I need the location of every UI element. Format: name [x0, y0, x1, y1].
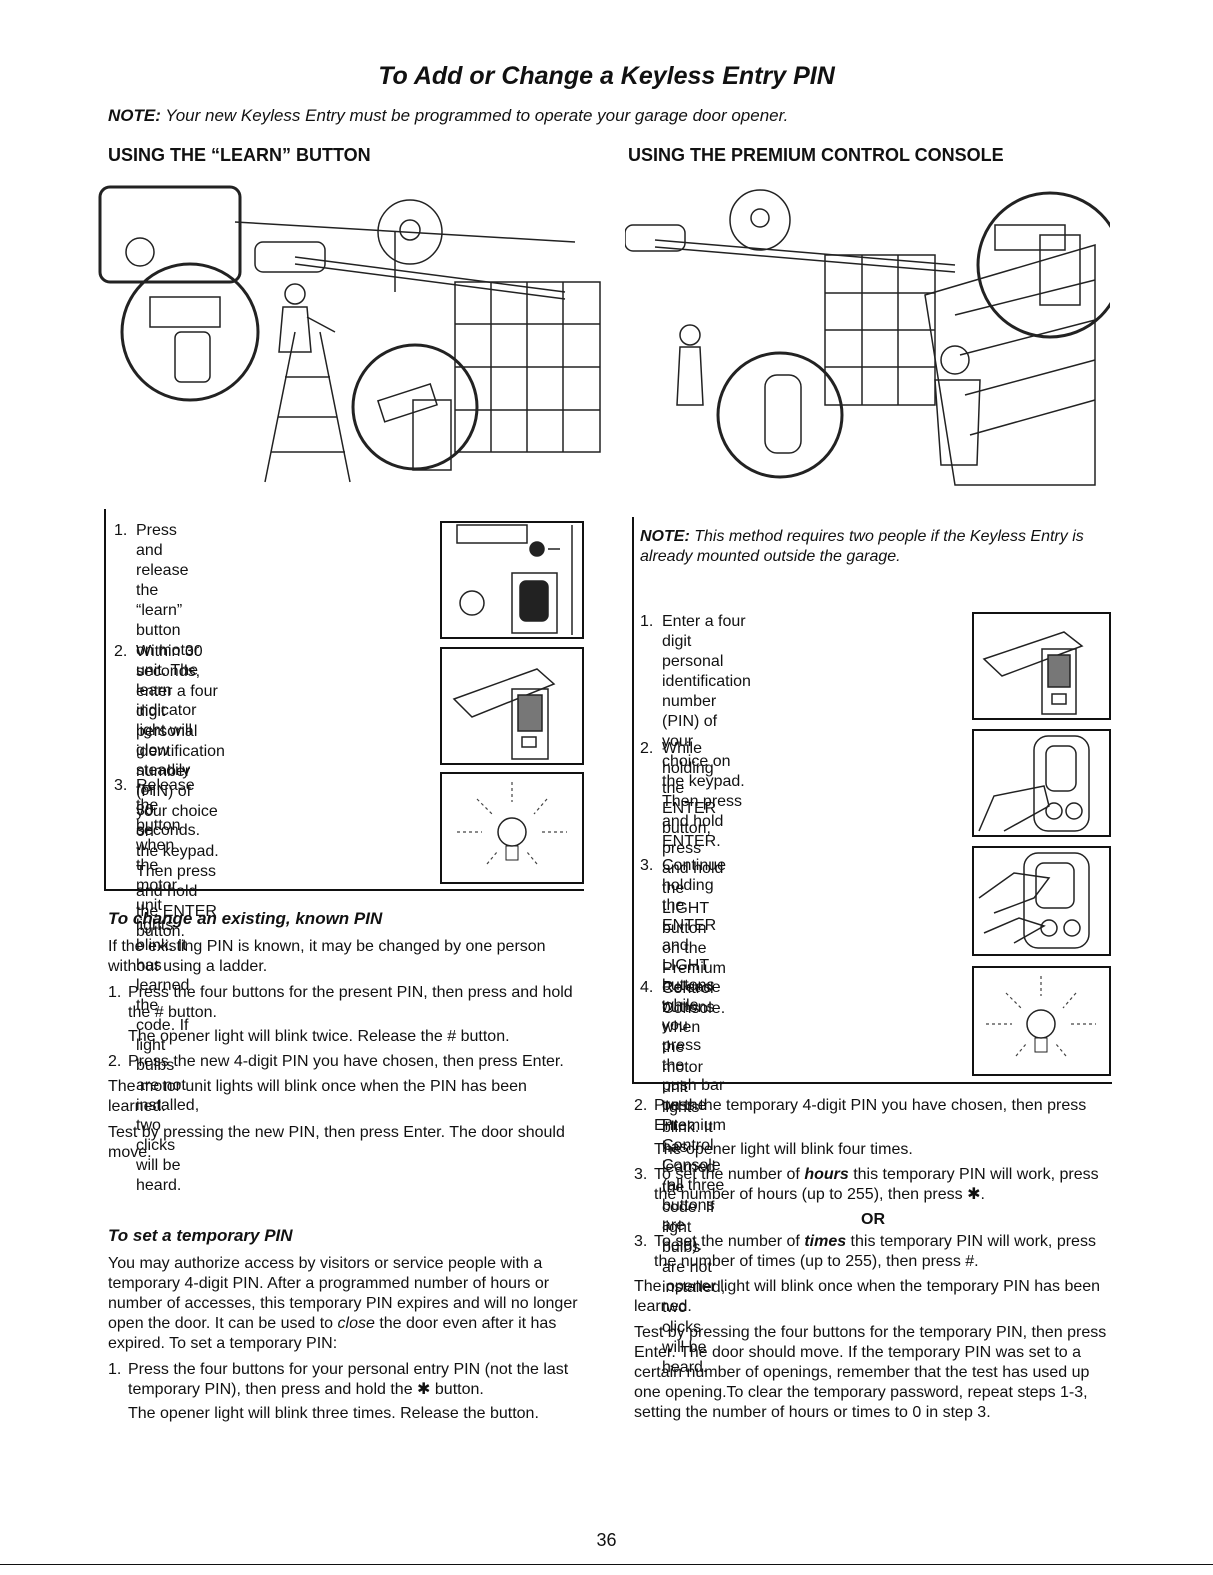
keypad-image: [440, 647, 584, 765]
light-bulb-blink-image: [440, 772, 584, 884]
keypad-image-right: [972, 612, 1111, 720]
change-step-2: 2. Press the new 4-digit PIN you have ch…: [108, 1053, 564, 1070]
temporary-pin-continued: 2. Press the temporary 4-digit PIN you h…: [634, 1096, 1112, 1429]
or-label: OR: [861, 1211, 885, 1228]
premium-console-steps-panel: [632, 517, 1112, 1084]
change-pin-heading: To change an existing, known PIN: [108, 909, 383, 928]
left-column-heading: USING THE “LEARN” BUTTON: [108, 145, 371, 165]
top-note: NOTE: Your new Keyless Entry must be pro…: [108, 106, 788, 126]
temporary-pin-heading: To set a temporary PIN: [108, 1226, 293, 1245]
right-column-heading: USING THE PREMIUM CONTROL CONSOLE: [628, 145, 1004, 165]
premium-console-garage-illustration: [625, 189, 1110, 486]
note-label: NOTE:: [108, 106, 161, 125]
right-note: NOTE: This method requires two people if…: [640, 528, 1084, 565]
console-push-bar-image: [972, 846, 1111, 956]
page-number: 36: [596, 1530, 617, 1550]
change-pin-section: If the existing PIN is known, it may be …: [108, 937, 583, 1169]
temp-step-2: 2. Press the temporary 4-digit PIN you h…: [634, 1097, 1087, 1158]
footer-rule: [0, 1564, 1213, 1565]
note-text: Your new Keyless Entry must be programme…: [160, 106, 789, 125]
page-title: To Add or Change a Keyless Entry PIN: [378, 62, 835, 90]
temp-step-1: 1. Press the four buttons for your perso…: [108, 1361, 569, 1422]
light-bulb-blink-image-right: [972, 966, 1111, 1076]
learn-button-garage-illustration: [98, 185, 601, 483]
temporary-pin-section: You may authorize access by visitors or …: [108, 1254, 583, 1429]
temp-step-3-hours: 3. To set the number of hours this tempo…: [634, 1166, 1099, 1203]
console-light-button-image: [972, 729, 1111, 837]
change-step-1: 1. Press the four buttons for the presen…: [108, 984, 573, 1045]
learn-button-image: [440, 521, 584, 639]
temp-step-3-times: 3. To set the number of times this tempo…: [634, 1233, 1096, 1270]
learn-button-steps-panel: [104, 509, 584, 891]
